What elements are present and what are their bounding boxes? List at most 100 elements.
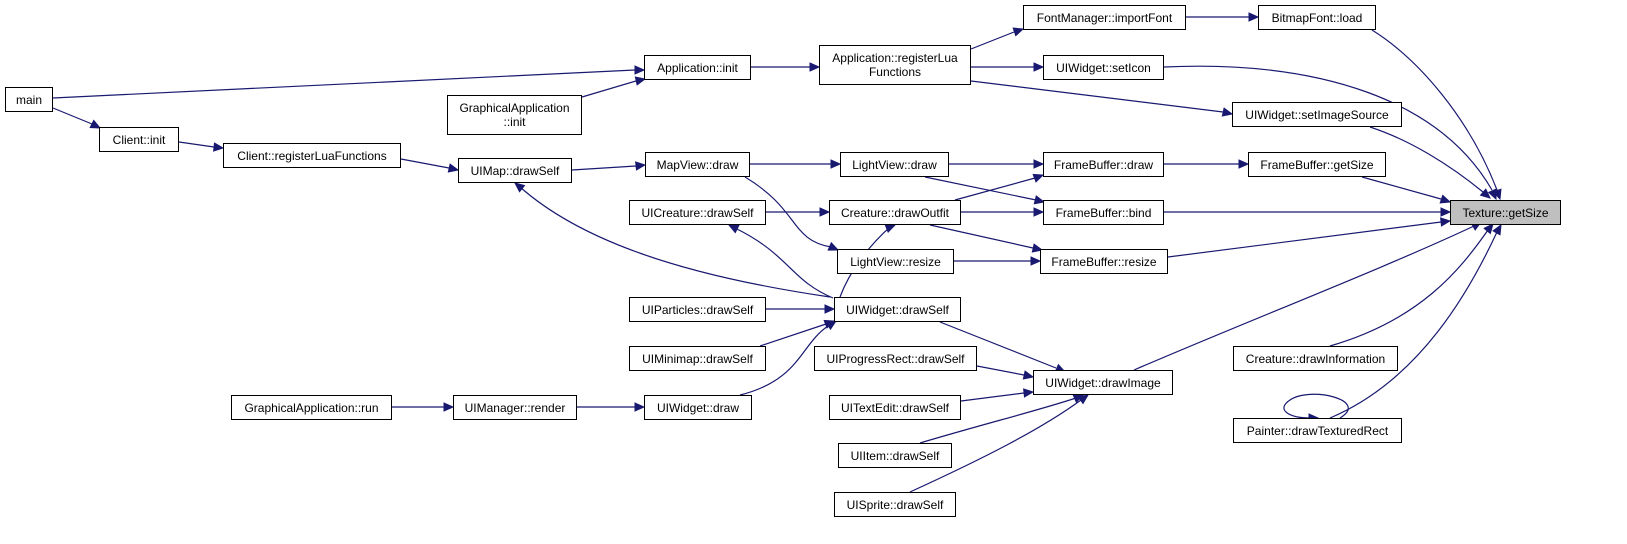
arrowhead-fbresize-to-texture <box>1440 217 1452 227</box>
edge-graphicalinit-to-appinit <box>581 80 637 98</box>
arrowhead-fbdraw-to-fbgetsize <box>1238 159 1250 169</box>
arrowhead-uicreature-to-drawoutfit <box>819 207 831 217</box>
node-uiwidget-draw[interactable]: UIWidget::draw <box>644 395 752 420</box>
node-lightview-resize[interactable]: LightView::resize <box>837 249 954 274</box>
arrowhead-drawtexturedrect-to-texture <box>1492 223 1502 236</box>
arrowhead-uiprogressrect-to-drawimage <box>1022 370 1035 380</box>
edge-uiitem-to-drawimage <box>919 397 1077 444</box>
edge-seticon-to-texture <box>1163 65 1493 191</box>
node-mapview-draw[interactable]: MapView::draw <box>645 152 750 177</box>
arrowhead-graphicalrun-to-uimanager <box>443 402 455 412</box>
arrowhead-applua-to-seticon <box>1033 62 1045 72</box>
arrowhead-applua-to-fontmanager <box>1012 27 1025 37</box>
arrowhead-uiwidget-drawself-to-uimap <box>514 182 526 193</box>
arrowhead-uisprite-to-drawimage <box>1077 394 1090 405</box>
arrowhead-appinit-to-applua <box>809 62 821 72</box>
node-fontmanager-importfont[interactable]: FontManager::importFont <box>1023 5 1186 30</box>
edge-uiwidgetdraw-to-uiwidget-drawself <box>739 325 829 396</box>
arrowhead-uiwidget-drawself-to-drawoutfit <box>884 224 897 233</box>
edge-uitextedit-to-drawimage <box>960 392 1025 402</box>
edge-main-to-appinit <box>52 69 636 99</box>
node-uisprite-drawself[interactable]: UISprite::drawSelf <box>834 492 956 517</box>
edge-uiwidget-drawself-to-drawimage <box>939 321 1057 369</box>
arrowhead-lightview-to-fbbind <box>1033 195 1046 205</box>
arrowhead-uiparticles-to-uiwidget-drawself <box>824 304 836 314</box>
node-uiwidget-drawself[interactable]: UIWidget::drawSelf <box>834 297 961 322</box>
edge-drawoutfit-to-fbdraw <box>954 177 1036 201</box>
node-uiwidget-drawimage[interactable]: UIWidget::drawImage <box>1033 370 1173 395</box>
edge-mapview-to-lightviewresize <box>744 176 832 248</box>
arrowhead-applua-to-setimagesource <box>1221 107 1234 117</box>
arrowhead-mapview-to-lightviewresize <box>827 241 840 251</box>
node-application-registerluafunctions[interactable]: Application::registerLua Functions <box>819 45 971 85</box>
node-uitextedit-drawself[interactable]: UITextEdit::drawSelf <box>829 395 961 420</box>
node-bitmapfont-load[interactable]: BitmapFont::load <box>1258 5 1376 30</box>
node-application-init[interactable]: Application::init <box>644 55 751 80</box>
node-graphicalapplication-run[interactable]: GraphicalApplication::run <box>231 395 392 420</box>
node-creature-drawoutfit[interactable]: Creature::drawOutfit <box>829 200 961 225</box>
arrowhead-main-to-clientinit <box>89 119 102 129</box>
arrowhead-setimagesource-to-texture <box>1479 188 1491 199</box>
node-texture-getsize[interactable]: Texture::getSize <box>1450 200 1561 225</box>
arrowhead-fontmanager-to-bitmapfont <box>1248 12 1260 22</box>
node-painter-drawtexturedrect[interactable]: Painter::drawTexturedRect <box>1233 418 1402 443</box>
arrowhead-graphicalinit-to-appinit <box>634 76 647 86</box>
edge-uiwidget-drawself-to-uimap <box>519 186 831 298</box>
node-framebuffer-resize[interactable]: FrameBuffer::resize <box>1040 249 1168 274</box>
arrowhead-clientlua-to-uimap <box>447 163 460 173</box>
node-uiminimap-drawself[interactable]: UIMinimap::drawSelf <box>629 346 766 371</box>
edge-drawinformation-to-texture <box>1329 229 1489 347</box>
edge-fbresize-to-texture <box>1167 221 1442 258</box>
node-uimanager-render[interactable]: UIManager::render <box>453 395 577 420</box>
node-uiparticles-drawself[interactable]: UIParticles::drawSelf <box>629 297 766 322</box>
arrowhead-drawoutfit-to-fbbind <box>1033 207 1045 217</box>
node-creature-drawinformation[interactable]: Creature::drawInformation <box>1233 346 1398 371</box>
arrowhead-clientinit-to-clientlua <box>213 142 225 152</box>
edge-main-to-clientinit <box>52 107 93 125</box>
edge-drawtexturedrect-to-texture <box>1329 231 1498 419</box>
edge-uiprogressrect-to-drawimage <box>976 365 1025 376</box>
edge-uisprite-to-drawimage <box>909 399 1082 493</box>
node-uiitem-drawself[interactable]: UIItem::drawSelf <box>838 443 952 468</box>
node-lightview-draw[interactable]: LightView::draw <box>840 152 949 177</box>
node-client-registerluafunctions[interactable]: Client::registerLuaFunctions <box>223 143 401 168</box>
arrowhead-drawinformation-to-texture <box>1483 223 1494 235</box>
node-graphicalapplication-init[interactable]: GraphicalApplication ::init <box>447 95 582 135</box>
arrowhead-seticon-to-texture <box>1487 188 1497 201</box>
edge-bitmapfont-to-texture <box>1371 29 1498 191</box>
arrowhead-fbbind-to-texture <box>1440 207 1452 217</box>
arrowhead-lightview-to-fbdraw <box>1033 159 1045 169</box>
edge-drawtexturedrect-self-loop <box>1283 393 1349 419</box>
edge-applua-to-setimagesource <box>970 80 1224 113</box>
edge-lightview-to-fbbind <box>924 176 1037 201</box>
node-framebuffer-getsize[interactable]: FrameBuffer::getSize <box>1248 152 1386 177</box>
node-framebuffer-bind[interactable]: FrameBuffer::bind <box>1043 200 1164 225</box>
arrowhead-uimap-to-mapview <box>635 161 647 171</box>
node-framebuffer-draw[interactable]: FrameBuffer::draw <box>1043 152 1164 177</box>
edge-uiwidget-drawself-to-uicreature <box>734 227 834 299</box>
node-uicreature-drawself[interactable]: UICreature::drawSelf <box>629 200 766 225</box>
edge-setimagesource-to-texture <box>1369 126 1484 193</box>
node-uimap-drawself[interactable]: UIMap::drawSelf <box>458 158 572 183</box>
arrowhead-drawoutfit-to-fbdraw <box>1032 173 1045 183</box>
arrowhead-uiwidget-drawself-to-uicreature <box>727 224 740 234</box>
arrowhead-drawoutfit-to-fbresize <box>1031 243 1044 253</box>
arrowhead-uiwidgetdraw-to-uiwidget-drawself <box>825 320 838 331</box>
edge-drawimage-to-texture <box>1133 225 1475 371</box>
node-client-init[interactable]: Client::init <box>99 127 179 152</box>
node-uiprogressrect-drawself[interactable]: UIProgressRect::drawSelf <box>814 346 977 371</box>
edge-fbgetsize-to-texture <box>1361 176 1442 200</box>
node-uiwidget-seticon[interactable]: UIWidget::setIcon <box>1043 55 1164 80</box>
node-main[interactable]: main <box>5 87 53 112</box>
edge-uiminimap-to-uiwidget-drawself <box>759 323 827 347</box>
edge-clientinit-to-clientlua <box>178 141 215 148</box>
node-uiwidget-setimagesource[interactable]: UIWidget::setImageSource <box>1232 102 1402 127</box>
edge-drawoutfit-to-fbresize <box>929 224 1034 249</box>
edge-clientlua-to-uimap <box>400 158 450 169</box>
arrowhead-main-to-appinit <box>634 65 646 75</box>
edge-uimap-to-mapview <box>571 165 637 171</box>
edge-applua-to-fontmanager <box>970 31 1015 50</box>
arrowhead-lightviewresize-to-fbresize <box>1030 256 1042 266</box>
